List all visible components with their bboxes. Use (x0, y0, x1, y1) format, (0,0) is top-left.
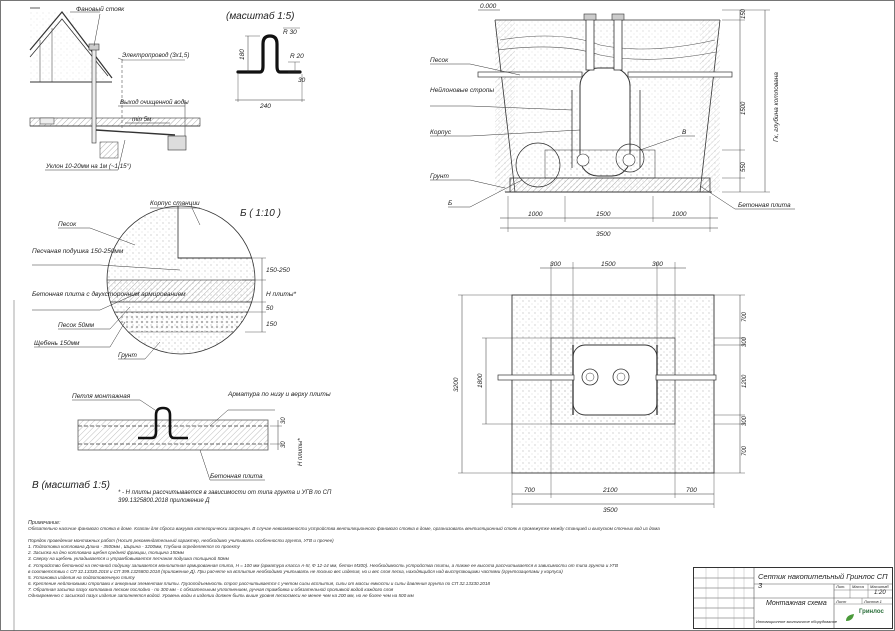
label-section-slab: Бетонная плита (738, 202, 791, 209)
dim-section-550: 550 (741, 161, 747, 172)
footnote: * - Н плиты рассчитывается в зависимости… (118, 490, 332, 504)
dim-plan-300-bottom: 300 (742, 415, 748, 426)
notes-heading: Примечание: (28, 520, 61, 526)
label-min-distance: min 5м (132, 116, 152, 123)
label-outlet: Выход очищенной воды (120, 99, 189, 106)
detail-v-title: В (масштаб 1:5) (32, 479, 110, 491)
label-concrete-slab: Бетонная плита (210, 473, 263, 480)
detail-b: Б ( 1:10 ) Корпус станции Песок Песчаная… (32, 200, 297, 360)
title-col-scale: Масштаб (870, 584, 889, 589)
label-section-v: В (682, 129, 687, 136)
label-straps: Нейлоновые стропы (430, 86, 494, 94)
note-line: 7. Обратная засыпка пазух котлована песк… (28, 586, 394, 592)
note-line: Порядок проведения монтажных работ (Носи… (28, 538, 334, 544)
dim-plan-300-left: 300 (550, 261, 561, 268)
title-row-sheet: Лист (836, 599, 847, 604)
loop-scale-title: (масштаб 1:5) (226, 10, 294, 22)
title-block: Септик накопительный Гринлос СП 3 Монтаж… (693, 567, 893, 629)
dim-plan-1200: 1200 (742, 374, 748, 388)
label-fan-riser: Фановый стояк (76, 5, 125, 13)
dim-plan-300-right: 300 (652, 261, 663, 268)
dim-30: 30 (298, 77, 306, 84)
note-line: 4. Устройство бетонной на песчаной подуш… (28, 562, 619, 568)
label-body-station: Корпус станции (150, 200, 200, 207)
plan-view: 300 1500 300 3200 1800 700 300 1200 300 … (453, 261, 748, 514)
dim-r30: R 30 (283, 29, 297, 36)
label-rebar: Арматура по низу и верху плиты (227, 391, 331, 398)
note-line: в соответствии с СП 32.13330.2018 и СП 3… (28, 568, 563, 574)
dim-section-1000-right: 1000 (672, 211, 687, 218)
company-tagline: Инновационное экологичное оборудование (756, 619, 838, 624)
dim-180: 180 (239, 49, 246, 60)
label-slope: Уклон 10-20мм на 1м (~1,15°) (45, 163, 131, 170)
label-sand-50: Песок 50мм (58, 322, 95, 329)
dim-150: 150 (266, 321, 277, 328)
dim-plan-700-top: 700 (742, 311, 748, 322)
dim-plan-700-bottom: 700 (742, 445, 748, 456)
label-mounting-loop: Петля монтажная (72, 393, 131, 400)
title-col-mass: Масса (852, 584, 864, 589)
label-pit-depth: Гк, глубина котлована (772, 72, 780, 142)
notes-block: Примечание: Обязательно наличие фанового… (28, 520, 688, 599)
title-row-sheets: Листов 1 (864, 599, 882, 604)
label-section-b: Б (448, 200, 452, 207)
dim-30-top: 30 (281, 417, 287, 424)
label-cushion: Песчаная подушка 150-250мм (32, 247, 124, 255)
label-section-body: Корпус (430, 129, 452, 136)
note-line: 5. Установка изделия на подготовленную п… (28, 574, 135, 580)
dim-plan-1800: 1800 (477, 373, 484, 388)
dim-section-1000-left: 1000 (528, 211, 543, 218)
title-drawing: Монтажная схема (766, 600, 827, 607)
label-sand: Песок (58, 221, 77, 228)
note-line: Обязательно наличие фанового стояка в до… (28, 526, 660, 532)
company-logo-text: Гринлос (859, 609, 884, 615)
dim-plan-3200: 3200 (453, 377, 460, 392)
note-line: Одновременно с засыпкой пазух изделие за… (28, 593, 414, 599)
title-block-grid (694, 568, 892, 628)
label-soil: Грунт (118, 352, 137, 359)
title-col-lit: Лит. (836, 584, 846, 589)
leaf-icon (844, 610, 856, 621)
label-slab-reinforced: Бетонная плита с двухсторонним армирован… (32, 290, 186, 298)
label-electric: Электропровод (3x1,5) (122, 52, 189, 59)
dim-section-150: 150 (741, 8, 747, 19)
dim-240: 240 (259, 103, 271, 110)
label-section-soil: Грунт (430, 173, 449, 180)
label-zero-level: 0.000 (480, 3, 497, 10)
dim-plan-300-top: 300 (742, 336, 748, 347)
title-scale-value: 1:20 (874, 590, 886, 596)
dim-plan-700-left: 700 (524, 487, 535, 494)
dim-50: 50 (266, 305, 274, 312)
detail-b-title: Б ( 1:10 ) (240, 208, 281, 219)
dim-plan-2100: 2100 (602, 487, 618, 494)
dim-plan-3500: 3500 (603, 507, 618, 514)
note-line: 1. Подготовка котлована Длина - 3500мм ,… (28, 544, 240, 550)
title-product: Септик накопительный Гринлос СП 3 (758, 572, 888, 590)
dim-30-bottom: 30 (281, 441, 287, 448)
dim-section-1500-mid: 1500 (596, 211, 611, 218)
note-line: 2. Засыпка на дно котлована щебня средне… (28, 550, 184, 556)
note-line: 6. Крепление нейлоновыми стропами к анке… (28, 580, 491, 586)
detail-v: Петля монтажная Арматура по низу и верху… (32, 391, 331, 491)
dim-plan-700-right: 700 (686, 487, 697, 494)
dim-section-3500: 3500 (596, 231, 611, 238)
dim-h-slab: H плиты* (266, 291, 297, 298)
dim-plan-1500: 1500 (601, 261, 616, 268)
label-gravel: Щебень 150мм (34, 339, 80, 347)
dim-150-250: 150-250 (266, 267, 290, 274)
mounting-loop-detail: (масштаб 1:5) R 30 R 20 30 180 240 (226, 10, 306, 110)
note-line: 3. Сверху на щебень укладывается и утрам… (28, 556, 229, 562)
dim-h-slab-v: H плиты* (298, 438, 304, 466)
section-view: 0.000 Песок Нейлоновые стропы Корпус Гру… (430, 3, 795, 238)
dim-section-1500: 1500 (741, 101, 747, 115)
label-section-sand: Песок (430, 57, 449, 64)
house-scheme: Фановый стояк Электропровод (3x1,5) Выхо… (29, 5, 201, 171)
dim-r20: R 20 (290, 53, 304, 60)
